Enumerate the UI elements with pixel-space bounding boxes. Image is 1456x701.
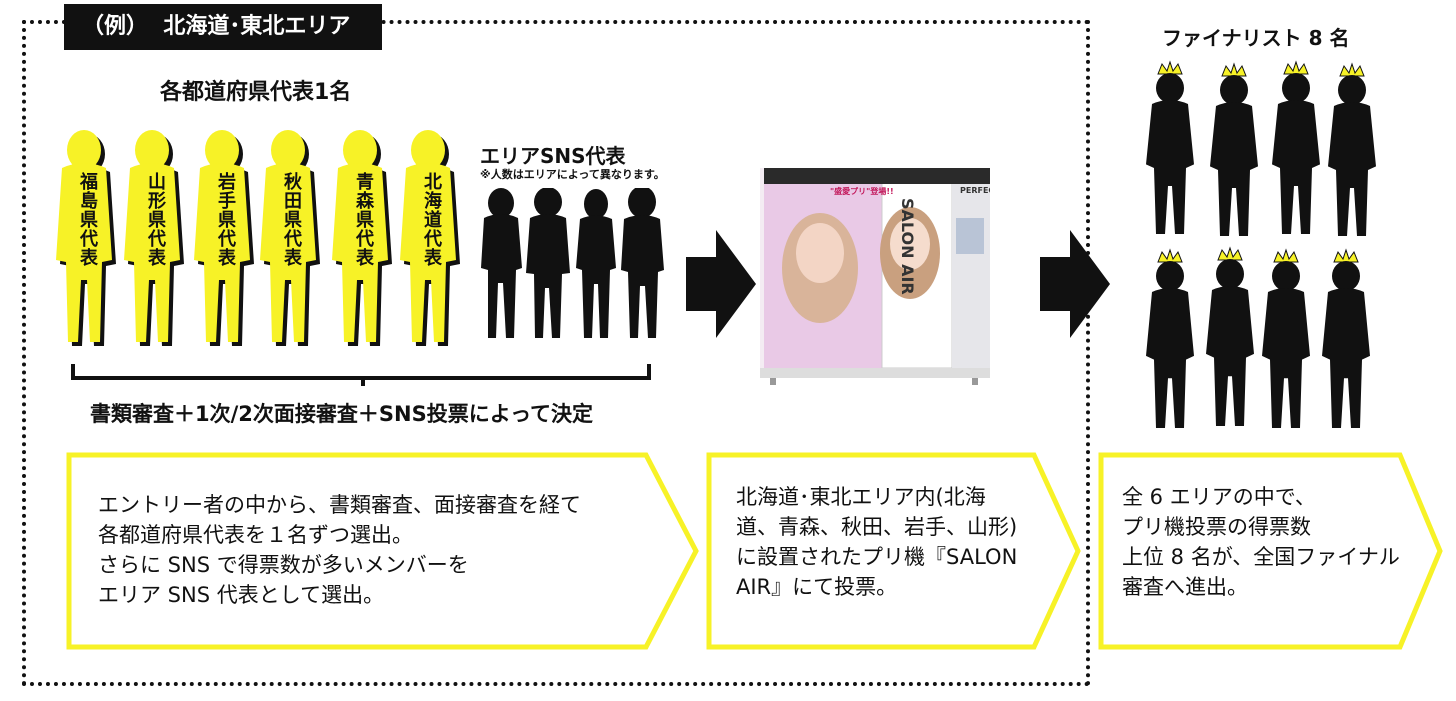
prefecture-rep-silhouette: 北海道代表 [398,130,462,350]
flow-arrow-1 [686,230,756,338]
finalist-silhouette [1316,248,1376,434]
finalist-silhouette [1140,248,1200,434]
example-area-frame [22,20,1090,686]
callout-2-line-2: 道、青森、秋田、岩手、山形) [736,515,1018,539]
prefecture-reps-title: 各都道府県代表1名 [160,80,352,105]
finalist-silhouette [1140,60,1200,240]
finalist-silhouette [1200,246,1260,432]
finalist-silhouette [1204,62,1264,242]
prefecture-rep-label: 秋田県代表 [281,172,302,267]
callout-2-line-3: に設置されたプリ機『SALON [736,545,1018,569]
sns-reps-title: エリアSNS代表 [480,144,626,168]
sns-silhouette-2 [526,188,570,338]
area-tag: （例） 北海道･東北エリア [64,4,382,50]
prefecture-rep-label: 北海道代表 [421,172,442,267]
callout-3-line-1: 全 6 エリアの中で、 [1122,485,1316,509]
prefecture-rep-label: 岩手県代表 [215,172,236,267]
prefecture-rep-label: 福島県代表 [77,172,98,267]
callout-1-line-4: エリア SNS 代表として選出。 [98,583,385,607]
callout-1-line-1: エントリー者の中から、書類審査、面接審査を経て [98,493,581,517]
booth-brand: SALON AIR [898,198,917,295]
callout-2-line-1: 北海道･東北エリア内(北海 [736,485,986,509]
callout-area-selection: エントリー者の中から、書類審査、面接審査を経て 各都道府県代表を１名ずつ選出。 … [66,452,700,650]
finalist-silhouette [1322,62,1382,242]
callout-2-line-4: AIR』にて投票。 [736,575,898,599]
callout-finalists: 全 6 エリアの中で、 プリ機投票の得票数 上位 8 名が、全国ファイナル 審査… [1098,452,1444,650]
selection-bracket [70,362,652,386]
prefecture-rep-silhouette: 福島県代表 [54,130,118,350]
prefecture-rep-silhouette: 山形県代表 [122,130,186,350]
callout-1-line-2: 各都道府県代表を１名ずつ選出。 [98,523,413,547]
sns-silhouette-4 [621,188,664,338]
decision-text: 書類審査＋1次/2次面接審査＋SNS投票によって決定 [90,402,594,426]
sns-silhouette-group [481,188,664,338]
callout-1-line-3: さらに SNS で得票数が多いメンバーを [98,553,469,577]
sns-silhouette-3 [576,189,616,338]
prefecture-rep-label: 山形県代表 [145,172,166,267]
sns-silhouette-1 [481,188,522,338]
salon-air-photo-booth: SALON AIR PERFECT "盛愛プリ"登場!! [760,148,990,385]
callout-3-line-3: 上位 8 名が、全国ファイナル [1122,545,1400,569]
prefecture-rep-silhouette: 秋田県代表 [258,130,322,350]
finalists-title: ファイナリスト 8 名 [1162,26,1350,50]
sns-rep-silhouettes [476,188,676,348]
callout-booth-voting: 北海道･東北エリア内(北海 道、青森、秋田、岩手、山形) に設置されたプリ機『S… [706,452,1082,650]
flow-arrow-2 [1040,230,1110,338]
prefecture-rep-silhouette: 青森県代表 [330,130,394,350]
finalist-silhouette [1256,248,1316,434]
prefecture-rep-silhouette: 岩手県代表 [192,130,256,350]
booth-badge: PERFECT [960,186,990,195]
callout-3-line-4: 審査へ進出。 [1122,575,1248,599]
prefecture-rep-label: 青森県代表 [353,172,374,267]
callout-3-line-2: プリ機投票の得票数 [1122,515,1311,539]
finalist-silhouette [1266,60,1326,240]
booth-tagline: "盛愛プリ"登場!! [830,187,894,196]
sns-reps-note: ※人数はエリアによって異なります。 [480,168,665,181]
